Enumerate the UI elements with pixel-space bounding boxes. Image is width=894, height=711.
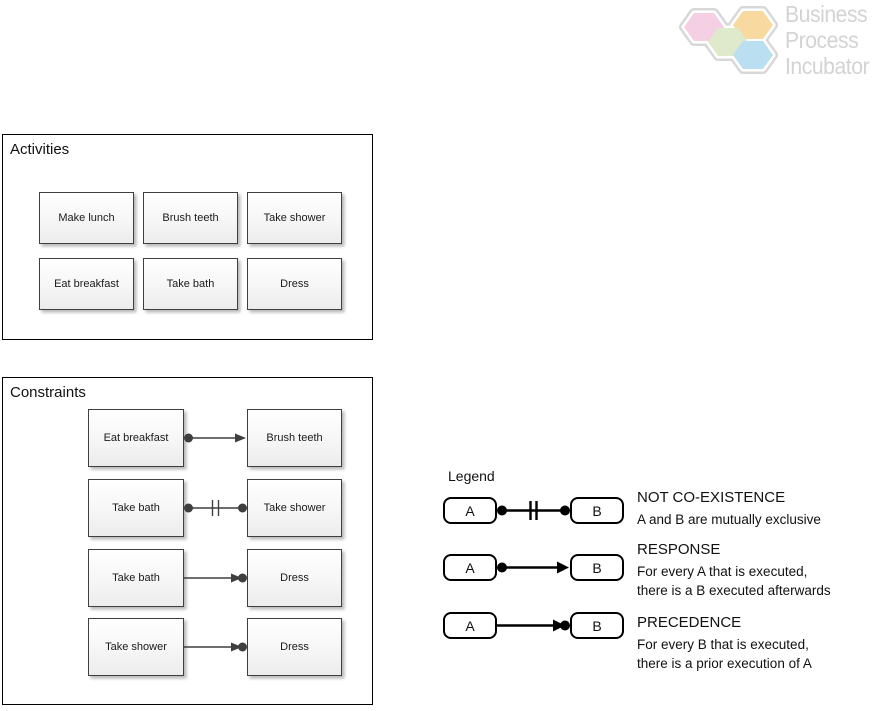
legend-target-box: B [570,612,624,639]
response-connector-icon [497,561,569,574]
legend-target-box: B [570,497,624,524]
legend-source-box: A [443,612,497,639]
legend-target-box: B [570,554,624,581]
constraint-source-box: Take bath [88,479,184,537]
legend-source-box: A [443,554,497,581]
logo-wordmark: Business Process Incubator [785,1,870,79]
constraint-target-box: Dress [247,549,342,607]
activity-dress: Dress [247,258,342,310]
constraints-panel: Constraints Eat breakfast Brush teeth Ta… [2,377,373,705]
not-coexistence-connector-icon [184,500,247,516]
constraint-source-box: Eat breakfast [88,409,184,467]
constraint-row: Take bath Take shower [3,479,372,537]
constraint-source-box: Take bath [88,549,184,607]
legend-title: Legend [448,468,495,484]
legend-entry-description: there is a prior execution of A [637,656,812,671]
activity-take-shower: Take shower [247,192,342,244]
legend-entry-name: NOT CO-EXISTENCE [637,489,786,506]
activities-panel: Activities Make lunch Brush teeth Take s… [2,134,373,340]
business-process-incubator-logo: Business Process Incubator [678,0,894,90]
blue-hexagon [733,41,773,69]
legend-entry-name: PRECEDENCE [637,614,742,631]
logo-line-2: Process [785,27,859,53]
legend-source-box: A [443,497,497,524]
legend-entry-description: For every B that is executed, [637,637,809,652]
constraint-target-box: Dress [247,618,342,676]
logo-line-1: Business [785,1,868,27]
precedence-connector-icon [497,619,570,632]
precedence-connector-icon [184,642,247,652]
constraint-row: Eat breakfast Brush teeth [3,409,372,467]
legend-entry-description: For every A that is executed, [637,564,808,579]
precedence-connector-icon [184,573,247,583]
activity-make-lunch: Make lunch [39,192,134,244]
activity-take-bath: Take bath [143,258,238,310]
logo-line-3: Incubator [785,53,870,79]
legend-entry-description: A and B are mutually exclusive [637,512,821,527]
activities-panel-title: Activities [10,141,70,158]
constraint-row: Take shower Dress [3,618,372,676]
not-coexistence-connector-icon [497,501,570,520]
constraints-panel-title: Constraints [10,384,86,401]
legend-entry-name: RESPONSE [637,541,721,558]
hexagon-cluster-icon [679,6,778,74]
activity-brush-teeth: Brush teeth [143,192,238,244]
constraint-target-box: Take shower [247,479,342,537]
constraint-row: Take bath Dress [3,549,372,607]
legend-entry-description: there is a B executed afterwards [637,583,831,598]
constraint-source-box: Take shower [88,618,184,676]
response-connector-icon [184,433,246,443]
activity-eat-breakfast: Eat breakfast [39,258,134,310]
constraint-target-box: Brush teeth [247,409,342,467]
orange-hexagon [733,11,773,39]
legend: Legend A B NOT CO-EXISTENCE A and B are … [443,468,894,700]
